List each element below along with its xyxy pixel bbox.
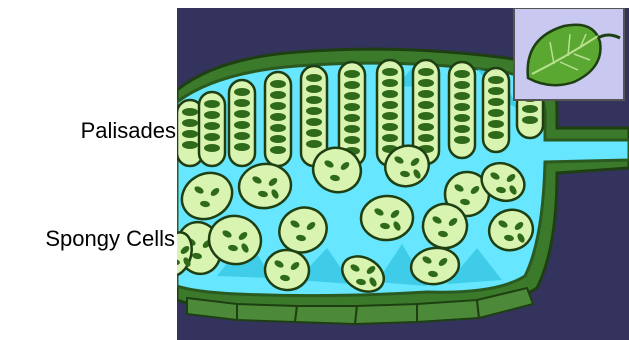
chloroplast xyxy=(382,112,398,120)
chloroplast xyxy=(182,130,198,138)
chloroplast xyxy=(382,101,398,109)
chloroplast xyxy=(306,129,322,137)
chloroplast xyxy=(270,80,286,88)
chloroplast xyxy=(418,123,434,131)
leaf-thumbnail xyxy=(514,8,624,100)
chloroplast xyxy=(454,125,470,133)
chloroplast xyxy=(382,68,398,76)
palisade-cell xyxy=(199,92,225,166)
palisade-cell xyxy=(229,80,255,166)
chloroplast xyxy=(344,136,360,144)
chloroplast xyxy=(418,101,434,109)
chloroplast xyxy=(344,81,360,89)
chloroplast xyxy=(454,136,470,144)
chloroplast xyxy=(344,92,360,100)
chloroplast xyxy=(306,85,322,93)
chloroplast xyxy=(488,120,504,128)
chloroplast xyxy=(182,141,198,149)
chloroplast xyxy=(418,134,434,142)
chloroplast xyxy=(270,102,286,110)
chloroplast xyxy=(382,134,398,142)
chloroplast xyxy=(488,109,504,117)
chloroplast xyxy=(234,132,250,140)
chloroplast xyxy=(454,103,470,111)
spongy-cell xyxy=(360,195,414,242)
chloroplast xyxy=(234,88,250,96)
chloroplast xyxy=(488,87,504,95)
chloroplast xyxy=(454,81,470,89)
chloroplast xyxy=(204,122,220,130)
palisade-cell xyxy=(483,68,509,152)
chloroplast xyxy=(182,119,198,127)
chloroplast xyxy=(306,107,322,115)
chloroplast xyxy=(488,131,504,139)
chloroplast xyxy=(488,76,504,84)
chloroplast xyxy=(418,68,434,76)
chloroplast xyxy=(234,143,250,151)
chloroplast xyxy=(522,116,538,124)
chloroplast xyxy=(270,113,286,121)
chloroplast xyxy=(344,114,360,122)
chloroplast xyxy=(234,121,250,129)
palisade-cell xyxy=(265,72,291,166)
chloroplast xyxy=(270,135,286,143)
chloroplast xyxy=(488,98,504,106)
palisades-label: Palisades xyxy=(81,118,176,144)
chloroplast xyxy=(270,124,286,132)
chloroplast xyxy=(306,140,322,148)
chloroplast xyxy=(306,96,322,104)
chloroplast xyxy=(204,133,220,141)
chloroplast xyxy=(344,103,360,111)
chloroplast xyxy=(344,70,360,78)
chloroplast xyxy=(234,99,250,107)
chloroplast xyxy=(382,79,398,87)
chloroplast xyxy=(522,105,538,113)
chloroplast xyxy=(344,125,360,133)
chloroplast xyxy=(454,70,470,78)
chloroplast xyxy=(382,90,398,98)
chloroplast xyxy=(204,111,220,119)
palisade-cell xyxy=(449,62,475,158)
chloroplast xyxy=(204,144,220,152)
chloroplast xyxy=(454,114,470,122)
chloroplast xyxy=(182,108,198,116)
spongy-cells-label: Spongy Cells xyxy=(45,226,175,252)
chloroplast xyxy=(306,74,322,82)
chloroplast xyxy=(204,100,220,108)
chloroplast xyxy=(234,110,250,118)
chloroplast xyxy=(306,118,322,126)
chloroplast xyxy=(270,146,286,154)
chloroplast xyxy=(418,112,434,120)
chloroplast xyxy=(270,91,286,99)
chloroplast xyxy=(418,79,434,87)
chloroplast xyxy=(454,92,470,100)
chloroplast xyxy=(382,123,398,131)
chloroplast xyxy=(418,90,434,98)
leaf-cross-section-diagram xyxy=(177,8,629,340)
